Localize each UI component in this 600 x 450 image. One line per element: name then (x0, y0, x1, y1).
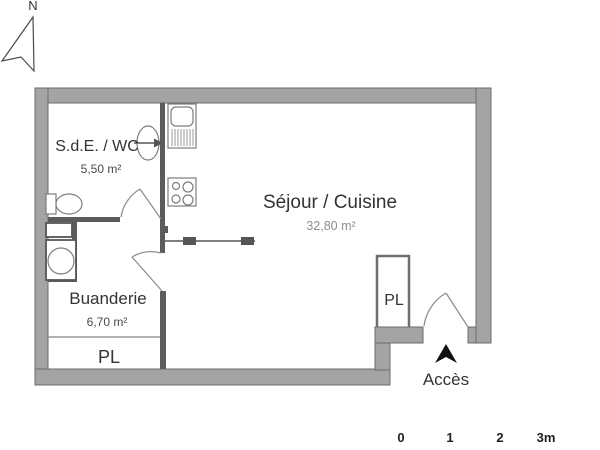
exterior-wall-right (475, 87, 492, 344)
access-arrow-icon (435, 344, 457, 363)
kitchen-sink-icon (167, 103, 197, 149)
washbasin-arrow-head (154, 138, 163, 148)
washing-machine-drum (47, 247, 75, 275)
entry-door-leaf (445, 292, 469, 328)
room-area-sde: 5,50 m² (81, 162, 122, 176)
entrance-marker: Accès (423, 344, 469, 389)
radiator-box (241, 237, 254, 245)
partition-sde-south (48, 217, 120, 222)
scale-tick-0: 0 (397, 430, 404, 445)
buanderie-door-leaf (131, 256, 163, 292)
toilet-bowl (55, 193, 83, 215)
burner (182, 181, 194, 193)
exterior-wall-bottom (34, 368, 391, 386)
room-area-buanderie: 6,70 m² (87, 315, 128, 329)
exterior-wall-entry-left (374, 326, 424, 344)
scale-tick-1: 1 (446, 430, 453, 445)
entry-door-arc (423, 292, 447, 327)
north-label: N (28, 0, 37, 13)
fixtures (45, 103, 255, 281)
room-area-sejour: 32,80 m² (306, 219, 355, 233)
room-labels: S.d.E. / WC 5,50 m² Séjour / Cuisine 32,… (55, 138, 404, 367)
burner (171, 181, 181, 191)
cabinet-icon (45, 222, 73, 238)
access-label: Accès (423, 370, 469, 389)
exterior-wall-top (34, 87, 491, 104)
sink-drainer (171, 129, 194, 146)
partition-tick (163, 226, 168, 233)
closet-walls (48, 254, 411, 338)
north-compass: N (0, 0, 38, 73)
scale-tick-2: 2 (496, 430, 503, 445)
cooktop-icon (167, 177, 197, 207)
sink-basin (170, 106, 194, 127)
buanderie-door (131, 251, 163, 292)
washbasin-icon (134, 125, 163, 161)
doors (120, 188, 469, 328)
exterior-wall-step (374, 342, 391, 371)
washing-machine-icon (45, 239, 77, 281)
exterior-walls (34, 87, 492, 386)
sde-door-arc (120, 188, 141, 218)
burner (171, 194, 181, 204)
closet-label-entry: PL (384, 292, 404, 309)
buanderie-door-arc (131, 251, 162, 258)
partition-buanderie-east (160, 291, 166, 369)
radiator-icon (165, 237, 255, 245)
toilet-icon (45, 193, 83, 215)
entry-door (423, 292, 469, 328)
sde-door (120, 188, 162, 220)
north-arrow-icon (0, 15, 35, 73)
radiator-box (183, 237, 196, 245)
room-label-sejour: Séjour / Cuisine (263, 192, 397, 213)
toilet-tank (45, 193, 57, 215)
scale-bar: 0 1 2 3m (397, 430, 555, 445)
room-label-buanderie: Buanderie (69, 289, 147, 308)
sde-door-leaf (139, 188, 162, 220)
room-label-sde: S.d.E. / WC (55, 138, 139, 155)
scale-tick-3m: 3m (537, 430, 556, 445)
partition-kitchen-sde (160, 103, 165, 253)
burner (182, 194, 194, 206)
closet-label-buanderie: PL (98, 347, 120, 367)
